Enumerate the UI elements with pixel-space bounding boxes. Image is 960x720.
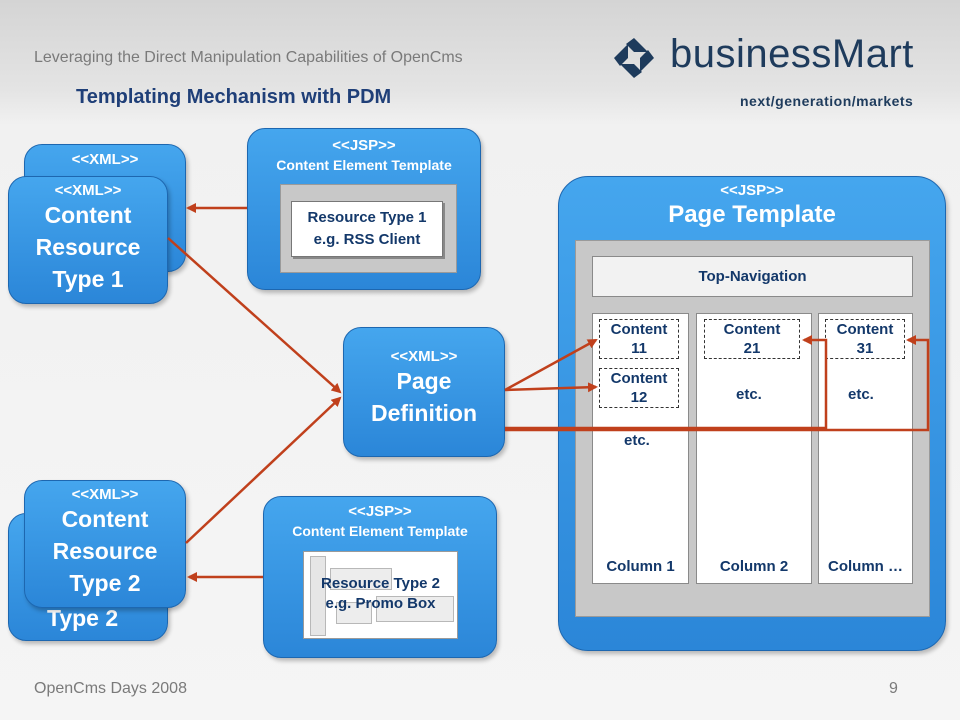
resource-name-line3: Type 1	[52, 266, 124, 292]
resource-type2-text: Resource Type 2 e.g. Promo Box	[304, 574, 457, 614]
slot-line1: Content	[836, 321, 894, 338]
slot-line2: 21	[743, 340, 761, 357]
content-slot-21: Content 21	[704, 319, 800, 359]
page-definition-line2: Definition	[370, 400, 478, 426]
businessmart-logo-icon	[614, 38, 654, 78]
content-slot-12: Content 12	[599, 368, 679, 408]
page-definition-line1: Page	[396, 368, 452, 394]
column-2-etc: etc.	[736, 386, 762, 403]
stereotype-label: <<XML>>	[54, 182, 122, 199]
column-label: Column 1	[606, 558, 675, 575]
promo-placeholder-block	[336, 602, 372, 624]
template-label: Content Element Template	[292, 523, 468, 539]
content-slot-11: Content 11	[599, 319, 679, 359]
slot-line1: Content	[610, 321, 668, 338]
stereotype-label: <<XML>>	[71, 151, 139, 168]
stereotype-label: <<XML>>	[390, 348, 458, 365]
page-template-title: Page Template	[668, 201, 836, 228]
card-line2: e.g. Promo Box	[325, 595, 436, 612]
page-number: 9	[889, 680, 898, 697]
slot-line2: 31	[856, 340, 874, 357]
column-label: Column 2	[719, 558, 789, 575]
logo-text: businessMart	[670, 32, 914, 76]
slot-line1: Content	[723, 321, 781, 338]
resource-name-line2: Resource	[52, 538, 158, 564]
stereotype-label: <<JSP>>	[332, 137, 396, 154]
resource-name-line1: Content	[61, 506, 149, 532]
slot-line2: 12	[630, 389, 648, 406]
template-label: Content Element Template	[276, 157, 452, 173]
xml-resource-type2: <<XML>> Content Resource Type 2	[24, 480, 186, 608]
resource-name-line3: Type 2	[69, 570, 141, 596]
top-navigation: Top-Navigation	[592, 256, 913, 297]
slot-line1: Content	[610, 370, 668, 387]
template-panel-2: Resource Type 2 e.g. Promo Box	[303, 551, 458, 639]
logo-tagline: next/generation/markets	[740, 93, 914, 109]
card-line1: Resource Type 1	[307, 209, 427, 226]
xml-page-definition: <<XML>> Page Definition	[343, 327, 505, 457]
resource-name-line3-back: Type 2	[47, 605, 119, 631]
promo-placeholder-block	[330, 568, 392, 590]
xml-resource-type1: <<XML>> Content Resource Type 1	[8, 176, 168, 304]
column-1-etc: etc.	[624, 432, 650, 449]
resource-type1-card: Resource Type 1 e.g. RSS Client	[291, 201, 443, 257]
promo-placeholder-block	[310, 556, 326, 636]
column-label: Column …	[828, 558, 903, 575]
presentation-subtitle: Leveraging the Direct Manipulation Capab…	[34, 49, 463, 66]
slide-title: Templating Mechanism with PDM	[76, 86, 392, 108]
stereotype-label: <<JSP>>	[720, 182, 784, 199]
column-3-etc: etc.	[848, 386, 874, 403]
promo-placeholder-block	[376, 596, 454, 622]
resource-name-line1: Content	[44, 202, 132, 228]
slot-line2: 11	[631, 340, 647, 357]
stereotype-label: <<XML>>	[71, 486, 139, 503]
resource-name-line2: Resource	[35, 234, 141, 260]
content-slot-31: Content 31	[825, 319, 905, 359]
card-line2: e.g. RSS Client	[313, 231, 421, 248]
card-line1: Resource Type 2	[321, 575, 440, 592]
stereotype-label: <<JSP>>	[348, 503, 412, 520]
footer-event: OpenCms Days 2008	[34, 680, 187, 697]
